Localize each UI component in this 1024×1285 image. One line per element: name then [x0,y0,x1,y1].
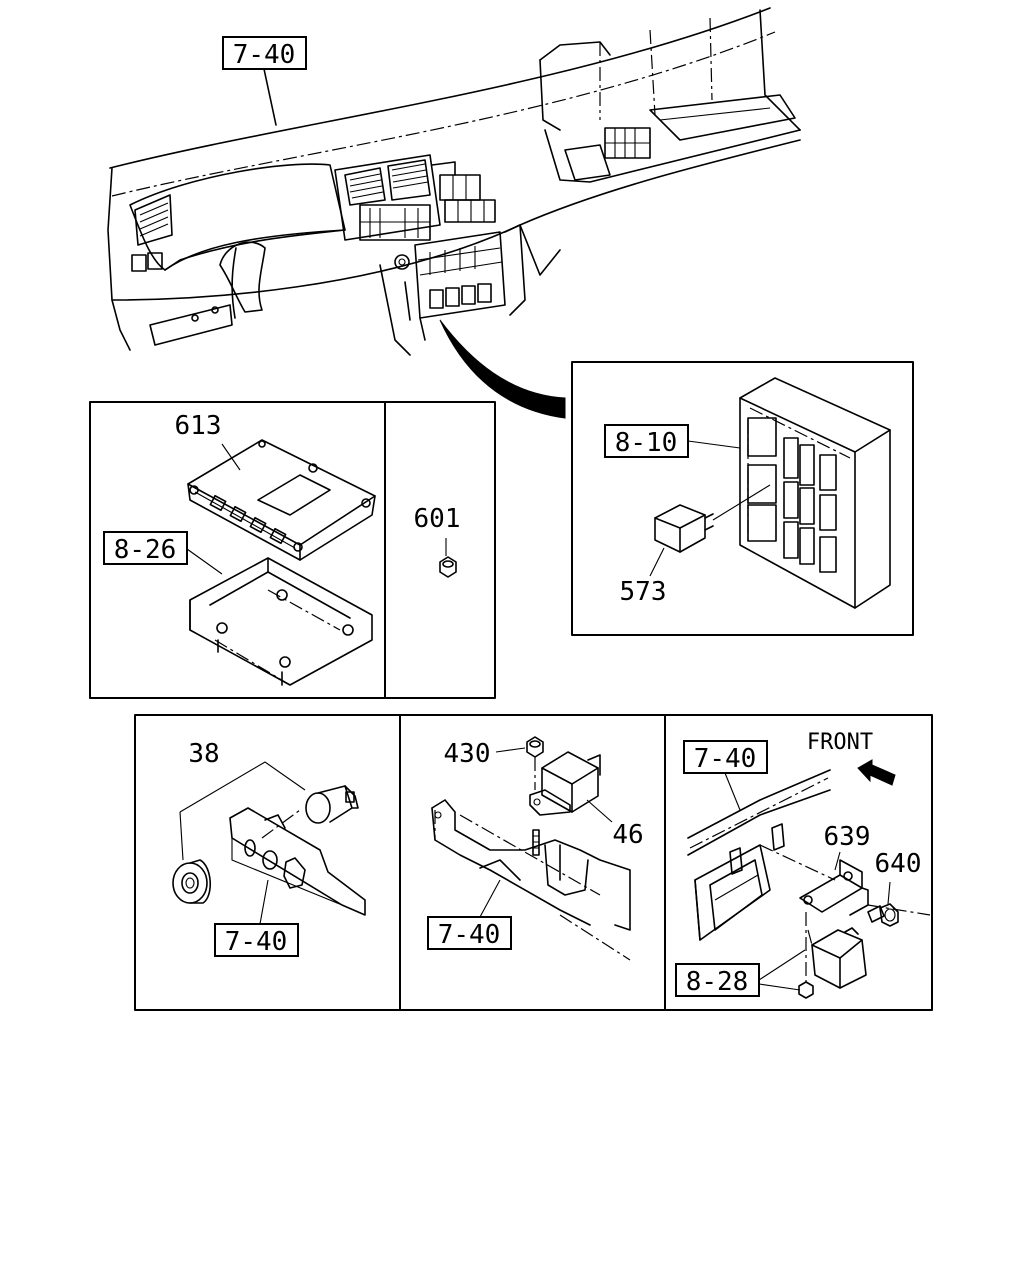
bracket-639-shape [799,859,869,916]
relay-573-shape [654,504,714,553]
part-38-label: 38 [188,739,219,769]
ref-label-740-a-text: 7-40 [225,927,288,957]
part-573-label: 573 [620,577,667,607]
bolt-640-shape [867,903,899,927]
panel-bracket-639: 7-40 FRONT 639 640 [675,730,931,999]
part-639-label: 639 [824,822,871,852]
part-640-label: 640 [875,849,922,879]
ecu-module-shape [187,439,376,561]
panel-ecu: 613 8-26 [89,401,496,699]
panel-relay-46: 430 46 7-40 [427,736,644,961]
dashboard-illustration [107,7,801,419]
nut-601-shape [439,556,457,578]
ref-label-810-text: 8-10 [615,428,678,458]
ref-label-top: 7-40 [222,36,307,126]
part-430-label: 430 [444,739,491,769]
ref-label-740-c-text: 7-40 [694,744,757,774]
part-46-label: 46 [612,820,643,850]
panel-relay-box: 8-10 573 [571,361,914,636]
switch-38-shape [305,785,359,824]
panel-bottom-row [134,714,933,1011]
grommet-shape [172,859,211,904]
ref-label-top-text: 7-40 [233,40,296,70]
ref-label-740-b-text: 7-40 [438,920,501,950]
panel-switch-38: 38 7-40 [172,739,366,957]
part-601-label: 601 [414,504,461,534]
ref-label-826-text: 8-26 [114,535,177,565]
front-arrow-icon [857,759,896,786]
ecu-bracket-shape [189,557,373,686]
ref-label-828-text: 8-28 [686,967,749,997]
relay-46-shape [529,751,601,816]
part-613-label: 613 [175,411,222,441]
relay-box-shape [739,377,891,609]
front-label: FRONT [807,730,873,755]
unit-828-shape [811,927,867,989]
